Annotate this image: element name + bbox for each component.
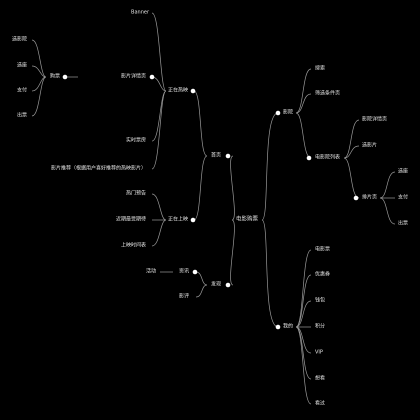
mine-item-points: 积分 bbox=[315, 323, 326, 330]
link-schedule-item3 bbox=[379, 197, 396, 225]
hot-node-label: 正在热映 bbox=[167, 87, 188, 94]
link-hot-realtime bbox=[151, 90, 167, 142]
link-movies-filter bbox=[295, 93, 312, 114]
root-node-label: 电影购票 bbox=[235, 216, 259, 223]
coming-node-label: 正在上映 bbox=[167, 216, 188, 223]
mine-item-tickets: 电影票 bbox=[315, 246, 331, 253]
buy-item-cinema: 选影院 bbox=[11, 36, 27, 43]
movies-node-label: 影院 bbox=[283, 109, 294, 116]
link-list-pick bbox=[343, 145, 360, 159]
link-mine-item7 bbox=[295, 326, 312, 405]
node-dot-schedule bbox=[353, 195, 359, 201]
link-mine-item5 bbox=[295, 326, 312, 354]
link-home-hot bbox=[193, 90, 208, 157]
link-list-detail bbox=[343, 119, 360, 159]
link-mine-item1 bbox=[295, 249, 312, 328]
link-coming-item3 bbox=[151, 219, 167, 247]
link-root-mine bbox=[261, 219, 279, 328]
link-discover-review bbox=[195, 284, 208, 298]
node-dot-buy bbox=[62, 74, 68, 80]
mine-item-vip: VIP bbox=[315, 349, 323, 356]
coming-item-schedule: 上映时间表 bbox=[120, 242, 146, 249]
node-dot-list bbox=[306, 155, 312, 161]
coming-item-trailer: 热门预告 bbox=[125, 190, 146, 197]
movies-item-search: 搜索 bbox=[315, 65, 326, 72]
coming-item-anticipated: 近期最受期待 bbox=[115, 216, 146, 223]
hot-item-banner: Banner bbox=[131, 9, 149, 16]
info-node-label: 资讯 bbox=[178, 268, 189, 275]
node-dot-detail bbox=[149, 74, 155, 80]
hot-item-realtime-box: 实时票房 bbox=[125, 137, 146, 144]
link-buy-item1 bbox=[31, 39, 47, 78]
info-item-activity: 活动 bbox=[145, 268, 156, 275]
link-hot-banner bbox=[151, 12, 167, 92]
link-schedule-item1 bbox=[379, 171, 396, 199]
mine-node-label: 我的 bbox=[283, 323, 294, 330]
mine-item-coupons: 优惠券 bbox=[315, 271, 331, 278]
link-hot-detail bbox=[151, 76, 167, 92]
link-coming-item1 bbox=[151, 193, 167, 221]
buy-item-seat: 选座 bbox=[16, 62, 27, 69]
link-root-movies bbox=[261, 112, 279, 221]
discover-item-review: 影评 bbox=[178, 293, 189, 300]
link-hot-recommend bbox=[151, 90, 167, 170]
node-dot-movies bbox=[275, 110, 281, 116]
node-dot-mine bbox=[275, 324, 281, 330]
link-buy-item4 bbox=[31, 76, 47, 117]
list-item-detail: 影院详情页 bbox=[362, 116, 388, 123]
schedule-item-ticket: 出票 bbox=[398, 220, 409, 227]
link-buy-item2 bbox=[31, 65, 47, 78]
mine-item-watched: 看过 bbox=[315, 400, 326, 407]
buy-item-ticket: 出票 bbox=[16, 112, 27, 119]
hot-item-recommend: 影片推荐（根据用户喜好推荐的热映影片） bbox=[50, 165, 146, 172]
list-node-label: 电影院列表 bbox=[315, 154, 341, 161]
link-mine-item3 bbox=[295, 300, 312, 328]
movies-item-filter: 筛选条件页 bbox=[315, 90, 341, 97]
buy-item-pay: 支付 bbox=[16, 87, 27, 94]
mine-item-wallet: 钱包 bbox=[315, 297, 326, 304]
link-movies-search bbox=[295, 68, 312, 114]
buy-node-label: 购票 bbox=[49, 73, 60, 80]
node-dot-discover bbox=[225, 282, 231, 288]
node-dot-coming bbox=[190, 217, 196, 223]
node-dot-hot bbox=[190, 88, 196, 94]
link-list-schedule bbox=[343, 157, 360, 199]
link-mine-item2 bbox=[295, 274, 312, 328]
link-movies-list bbox=[295, 112, 312, 159]
link-discover-info bbox=[195, 271, 208, 286]
hot-item-detail: 影片详情页 bbox=[120, 73, 146, 80]
link-home-coming bbox=[193, 155, 208, 221]
list-item-pick-movie: 选影片 bbox=[362, 142, 378, 149]
home-node-label: 首页 bbox=[210, 152, 221, 159]
node-dot-info bbox=[192, 269, 198, 275]
link-root-discover bbox=[230, 219, 235, 286]
node-dot-home bbox=[225, 153, 231, 159]
link-root-home bbox=[230, 155, 235, 221]
schedule-item-pay: 支付 bbox=[398, 194, 409, 201]
schedule-item-seat: 选座 bbox=[398, 168, 409, 175]
mine-item-wishlist: 想看 bbox=[315, 375, 326, 382]
schedule-node-label: 排片页 bbox=[362, 194, 378, 201]
discover-node-label: 发现 bbox=[210, 281, 221, 288]
